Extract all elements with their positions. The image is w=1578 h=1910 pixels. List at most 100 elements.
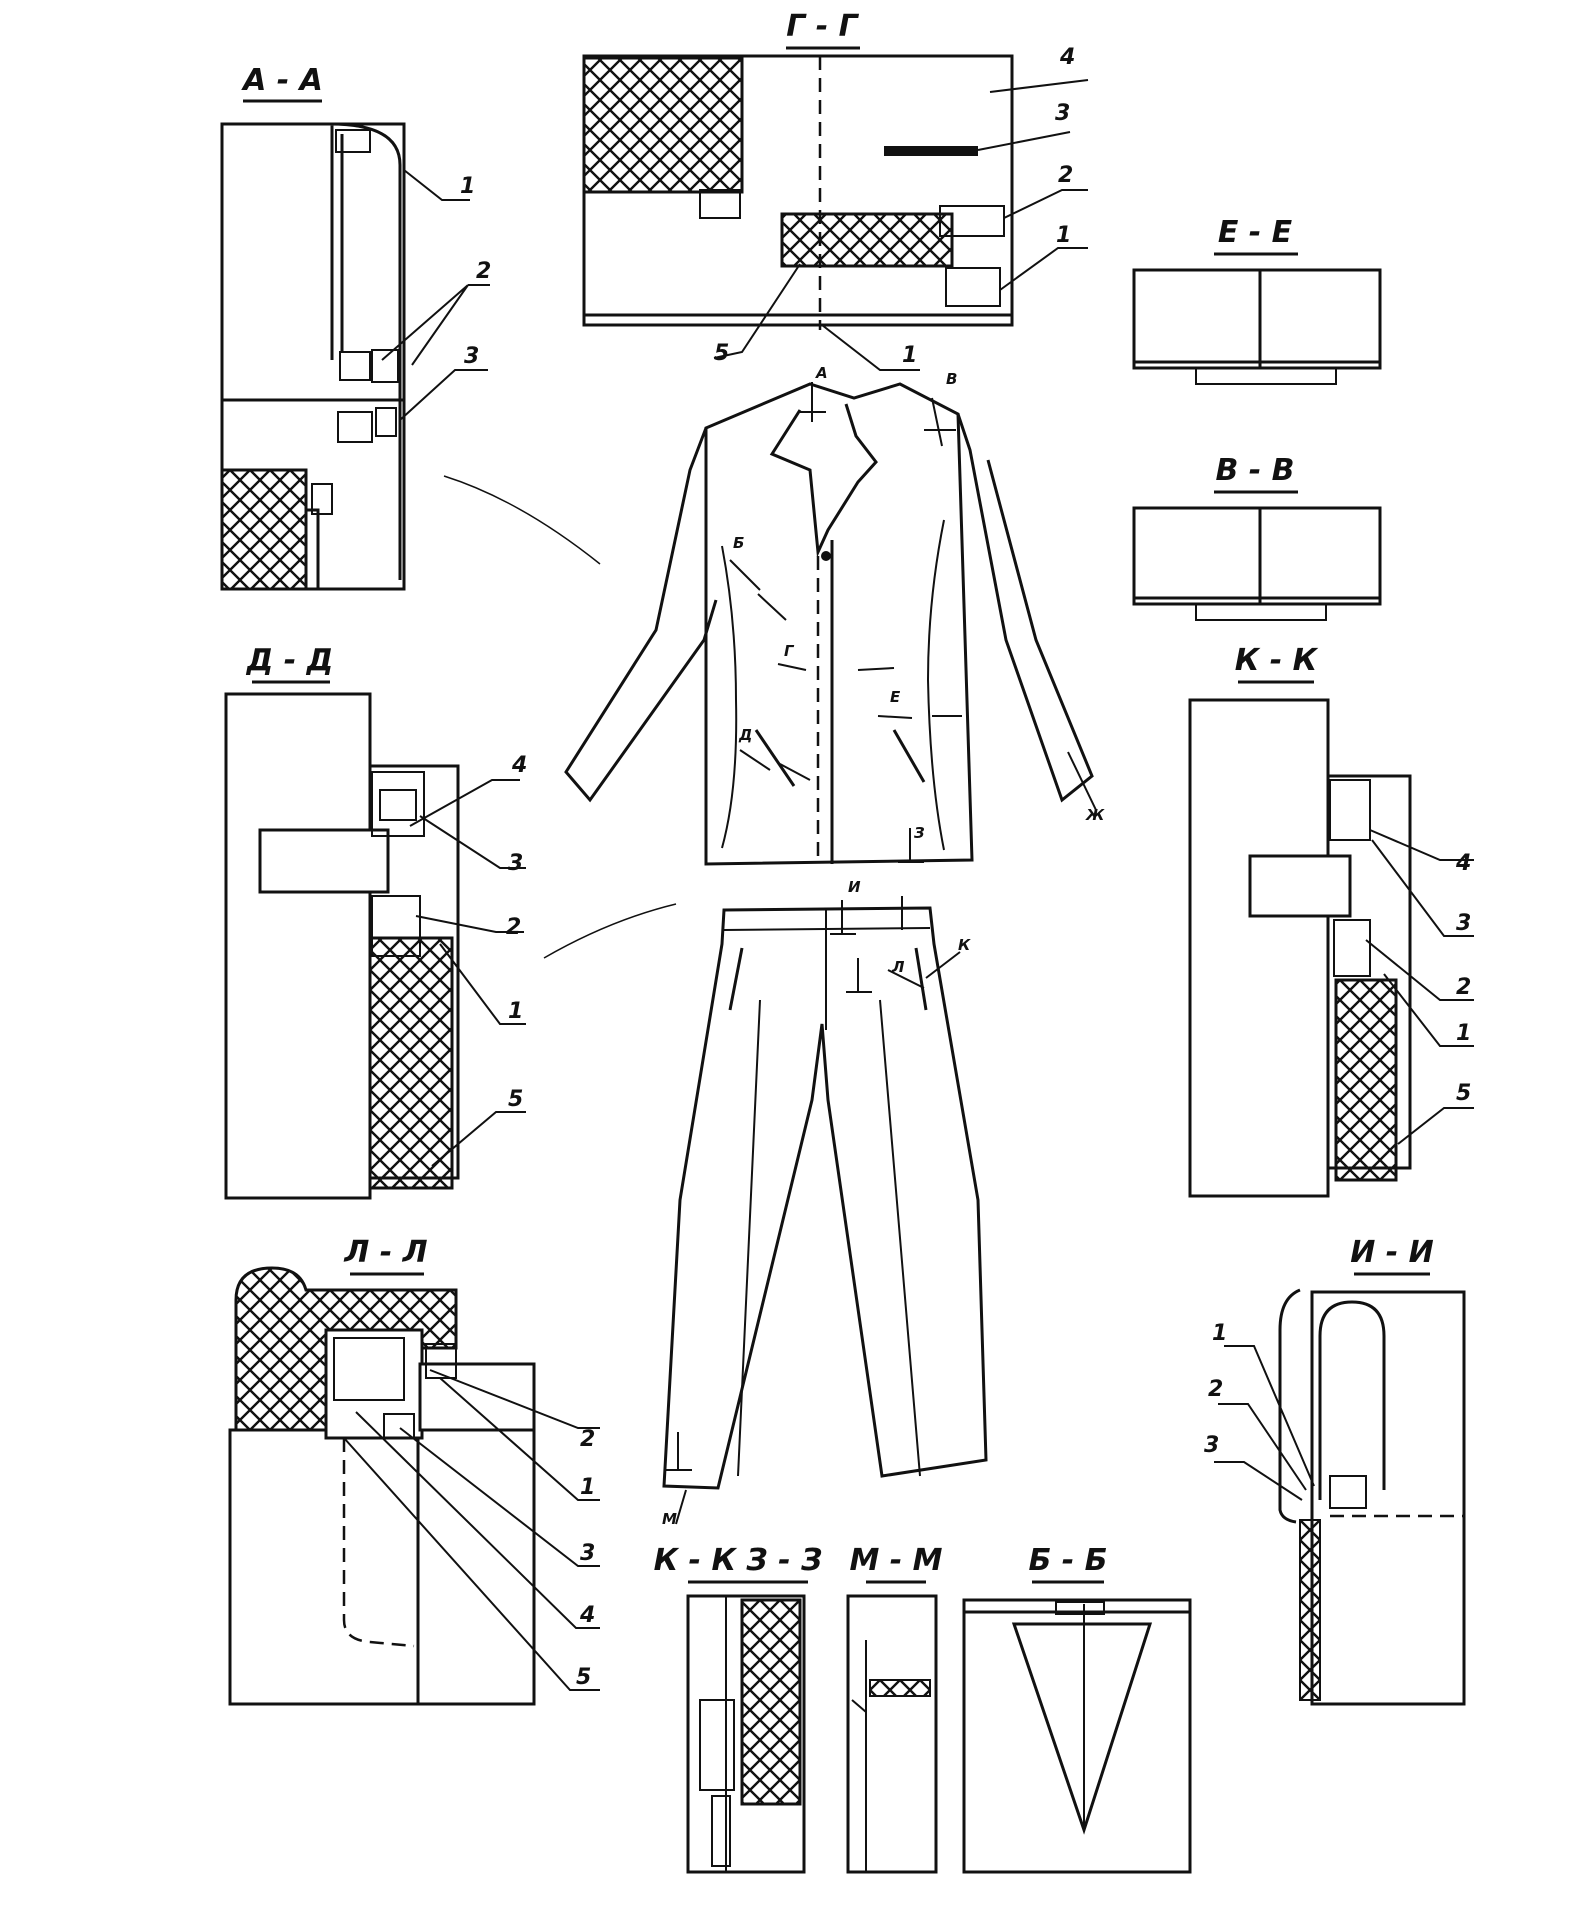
cut-marks-a-v-z <box>800 382 956 863</box>
section-i-i-title: И - И <box>1350 1235 1434 1270</box>
side-pocket-left <box>728 947 744 1011</box>
leader-5 <box>343 1437 600 1691</box>
leader-2 <box>381 284 490 366</box>
section-e-e: Е - Е <box>1132 215 1382 385</box>
panel <box>846 1594 938 1874</box>
cut-mark-b <box>729 559 787 621</box>
callout-3: 3 <box>1204 1433 1219 1458</box>
callout-1: 1 <box>1456 1021 1471 1046</box>
jacket-body <box>704 382 974 866</box>
back-panel <box>1310 1290 1466 1706</box>
callout-5: 5 <box>508 1087 523 1112</box>
leader-4 <box>355 1411 600 1629</box>
leader-2 <box>415 915 524 933</box>
section-b-b-title: Б - Б <box>1028 1543 1107 1578</box>
left-sleeve <box>564 427 718 803</box>
leader-5 <box>431 1111 526 1167</box>
padding-hatch <box>1334 978 1398 1182</box>
back-panel <box>224 692 372 1200</box>
callout-1: 1 <box>1212 1321 1227 1346</box>
mark-z: З <box>914 824 925 842</box>
callout-1: 1 <box>580 1475 595 1500</box>
callout-3: 3 <box>508 851 523 876</box>
mark-a: А <box>815 364 828 382</box>
seam-tape <box>1195 367 1337 385</box>
mark-l: Л <box>891 958 905 976</box>
leader-2 <box>429 1369 600 1429</box>
leader-1 <box>1224 1345 1315 1487</box>
callout-3: 3 <box>464 344 479 369</box>
section-l-l: Л - Л 2 1 3 4 5 <box>228 1235 600 1706</box>
callout-3: 3 <box>1055 101 1070 126</box>
connector-stroke <box>543 903 677 959</box>
leader-5 <box>1397 1107 1474 1145</box>
callout-3: 3 <box>1456 911 1471 936</box>
section-a-a-top: А - А 1 2 3 <box>220 63 491 591</box>
seam-detail <box>699 1699 735 1791</box>
outer-panel <box>1132 506 1382 606</box>
section-b-b: Б - Б <box>962 1543 1192 1874</box>
callout-2: 2 <box>1058 163 1073 188</box>
section-v-v-title: В - В <box>1215 453 1294 488</box>
leader-3 <box>419 815 526 869</box>
callout-4: 4 <box>579 1603 595 1628</box>
callout-1: 1 <box>460 174 475 199</box>
leader-3 <box>399 1427 600 1567</box>
mark-d: Д <box>738 726 752 744</box>
seam-detail <box>1055 1601 1105 1615</box>
cuff-hatch <box>869 1679 931 1697</box>
callout-1: 1 <box>508 999 523 1024</box>
mark-g: Г <box>784 642 795 660</box>
right-sleeve <box>956 413 1094 803</box>
section-g-g-title: Г - Г <box>786 9 859 44</box>
hem-cut-marks <box>666 1432 692 1525</box>
jacket-lapels <box>769 403 878 558</box>
leader-2 <box>1003 189 1088 219</box>
mark-e: Е <box>890 688 901 706</box>
section-k-k-z-z: К - К З - З <box>654 1543 823 1874</box>
seam-detail <box>699 189 741 219</box>
front-dart-left <box>721 545 738 849</box>
crease-lines <box>737 999 921 1477</box>
callout-4: 4 <box>1059 45 1075 70</box>
connector-stroke <box>443 475 601 565</box>
outer-fold <box>1278 1288 1301 1524</box>
seam-detail <box>711 1795 731 1867</box>
seam-detail <box>939 205 1005 237</box>
lining-layers <box>329 122 402 580</box>
leader-1 <box>999 247 1088 291</box>
leader-1 <box>439 943 526 1025</box>
callout-4: 4 <box>511 753 527 778</box>
button <box>821 551 831 561</box>
section-k-k-right: К - К 4 3 2 1 5 <box>1188 643 1474 1198</box>
mark-zh: Ж <box>1085 806 1105 824</box>
jacket-drawing: А В Б Г Д Е Ж З <box>564 364 1105 866</box>
welt-bar <box>884 146 978 156</box>
panel <box>962 1598 1192 1874</box>
callout-2: 2 <box>1208 1377 1223 1402</box>
seam-details <box>1329 779 1371 977</box>
folded-edge <box>1318 1300 1386 1500</box>
leader-3 <box>1214 1461 1303 1501</box>
mark-k: К <box>958 936 971 954</box>
section-g-g: Г - Г 4 3 2 1 5 1 <box>582 9 1089 371</box>
back-panel <box>1188 698 1330 1198</box>
mark-v: В <box>946 370 957 388</box>
cut-marks-d-zh <box>739 749 1097 811</box>
top-layer <box>418 1362 536 1432</box>
section-m-m-title: М - М <box>849 1543 942 1578</box>
mark-b: Б <box>733 534 744 552</box>
waist-cut-marks <box>830 896 961 993</box>
leader-3 <box>399 369 488 421</box>
base-panel <box>228 1428 536 1706</box>
section-l-l-title: Л - Л <box>343 1235 427 1270</box>
section-k-k-z-z-title: К - К З - З <box>654 1543 823 1578</box>
padding-hatch-left <box>582 56 744 194</box>
callout-2: 2 <box>506 915 521 940</box>
seam-details <box>311 129 399 515</box>
callout-2: 2 <box>580 1427 595 1452</box>
pocket-tab <box>258 828 390 894</box>
edge-hatch <box>1299 1519 1321 1701</box>
callout-1: 1 <box>1056 223 1071 248</box>
